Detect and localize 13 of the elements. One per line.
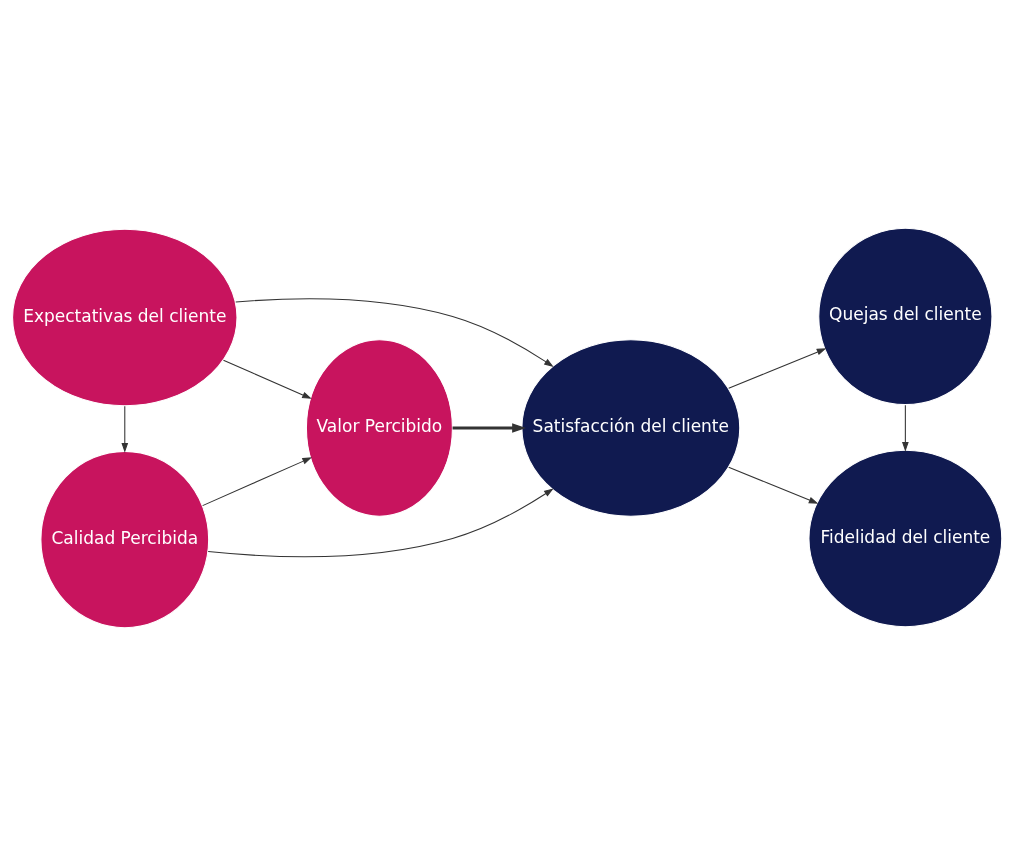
arrow bbox=[202, 457, 312, 507]
node-ellipse: Expectativas del cliente bbox=[12, 228, 238, 407]
arrow bbox=[222, 359, 312, 399]
arrow bbox=[452, 423, 526, 433]
arrow bbox=[235, 298, 554, 367]
arrow bbox=[728, 466, 819, 504]
arrow bbox=[902, 404, 909, 452]
node-circle: Calidad Percibida bbox=[40, 450, 210, 629]
node-ellipse: Valor Percibido bbox=[305, 339, 453, 517]
arrow bbox=[207, 488, 554, 558]
arrow bbox=[121, 405, 129, 453]
arrow bbox=[728, 348, 827, 389]
node-ellipse: Satisfacción del cliente bbox=[521, 339, 741, 517]
